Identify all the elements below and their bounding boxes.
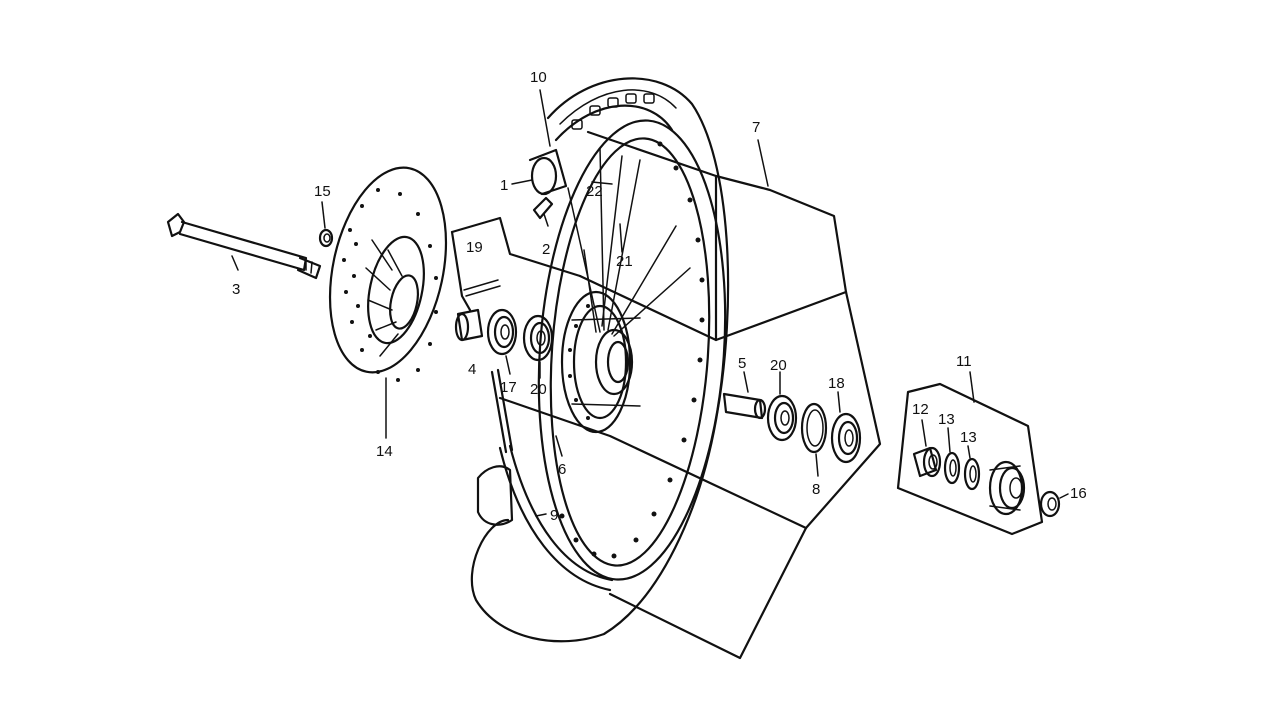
tire	[470, 77, 730, 643]
speedo-drive-kit	[896, 371, 1044, 536]
right-bearing-2	[830, 391, 862, 464]
label-part-20a: 20	[530, 381, 547, 398]
axle	[166, 212, 322, 280]
right-bearing	[766, 371, 798, 442]
label-part-13b: 13	[960, 429, 977, 446]
hub	[560, 290, 641, 434]
label-part-14: 14	[376, 443, 393, 460]
label-part-5: 5	[738, 355, 746, 372]
left-bearing	[486, 308, 518, 375]
seal-ring	[800, 402, 828, 477]
label-part-15: 15	[314, 183, 331, 200]
brake-disc	[328, 166, 448, 439]
label-part-9: 9	[550, 507, 558, 524]
label-part-17: 17	[500, 379, 517, 396]
label-part-11: 11	[956, 353, 972, 370]
label-part-16: 16	[1070, 485, 1087, 502]
label-part-20b: 20	[770, 357, 787, 374]
label-part-8: 8	[812, 481, 820, 498]
rim-strip	[476, 444, 614, 592]
axle-nut	[318, 201, 334, 248]
label-part-2: 2	[542, 241, 550, 258]
label-part-19: 19	[466, 239, 483, 256]
assembly-outline	[498, 130, 882, 660]
label-part-22: 22	[586, 183, 603, 200]
right-spacer	[722, 371, 767, 420]
left-spacer	[450, 216, 582, 454]
label-part-6: 6	[558, 461, 566, 478]
label-part-12: 12	[912, 401, 929, 418]
label-part-7: 7	[752, 119, 760, 136]
spokes	[567, 147, 691, 337]
part-labels: 10 1 2 22 21 7 15 3 19 4 17 20 14 6 9 5 …	[232, 69, 1087, 524]
label-part-1: 1	[500, 177, 508, 194]
label-part-3: 3	[232, 281, 240, 298]
label-part-10: 10	[530, 69, 547, 86]
axle-nut-right	[1039, 490, 1069, 518]
rim	[537, 119, 727, 581]
label-part-21: 21	[616, 253, 633, 270]
label-part-4: 4	[468, 361, 476, 378]
label-part-13a: 13	[938, 411, 955, 428]
label-part-18: 18	[828, 375, 845, 392]
